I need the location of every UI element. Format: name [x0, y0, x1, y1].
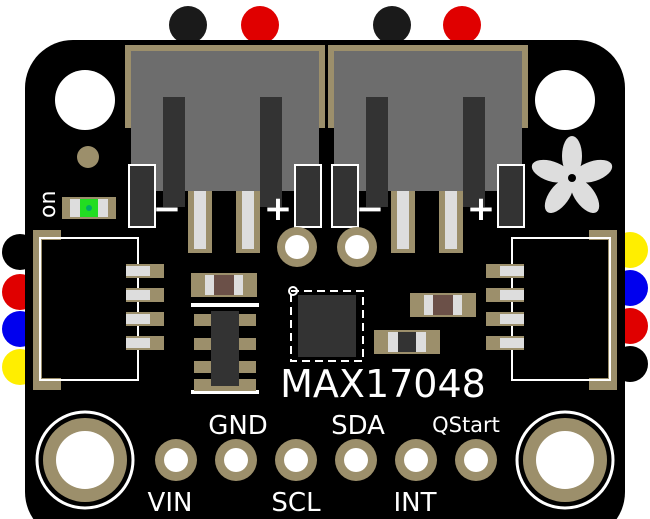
pin-label-gnd: GND — [208, 411, 268, 441]
minus-label: − — [356, 189, 385, 229]
soic8-chip — [191, 303, 259, 394]
chip-label: MAX17048 — [280, 362, 486, 406]
pin-label-int: INT — [394, 488, 437, 518]
minus-label: − — [153, 189, 182, 229]
battery-wire-dots — [169, 6, 481, 44]
pin-label-qstart: QStart — [432, 413, 500, 437]
plus-label: + — [467, 189, 496, 229]
power-led — [62, 197, 116, 219]
pin-qstart — [455, 439, 497, 481]
battery-connector-1: − + — [125, 45, 325, 253]
pin-int — [395, 439, 437, 481]
red-wire-dot — [443, 6, 481, 44]
black-wire-dot — [169, 6, 207, 44]
max17048-ic — [288, 286, 364, 362]
stemma-qt-connector-left — [33, 230, 164, 390]
battery-connector-2: − + — [328, 45, 528, 253]
pin-sda — [335, 439, 377, 481]
black-wire-dot — [373, 6, 411, 44]
capacitor — [374, 330, 440, 354]
fiducial — [77, 146, 99, 168]
pin-gnd — [215, 439, 257, 481]
mount-hole — [535, 70, 595, 130]
resistor — [191, 273, 257, 297]
power-led-label: on — [36, 191, 61, 218]
pin-label-scl: SCL — [271, 488, 321, 518]
mount-hole-bottom-right — [515, 410, 615, 510]
plus-label: + — [264, 189, 293, 229]
red-wire-dot — [241, 6, 279, 44]
pin-label-vin: VIN — [148, 488, 193, 518]
adafruit-flower-logo — [531, 136, 613, 214]
stemma-qt-connector-right — [486, 230, 617, 390]
mount-hole — [55, 70, 115, 130]
mount-hole-bottom-left — [35, 410, 135, 510]
header-pins — [155, 439, 497, 481]
pin-label-sda: SDA — [331, 411, 385, 441]
pin-scl — [275, 439, 317, 481]
resistor — [410, 293, 476, 317]
pin-vin — [155, 439, 197, 481]
